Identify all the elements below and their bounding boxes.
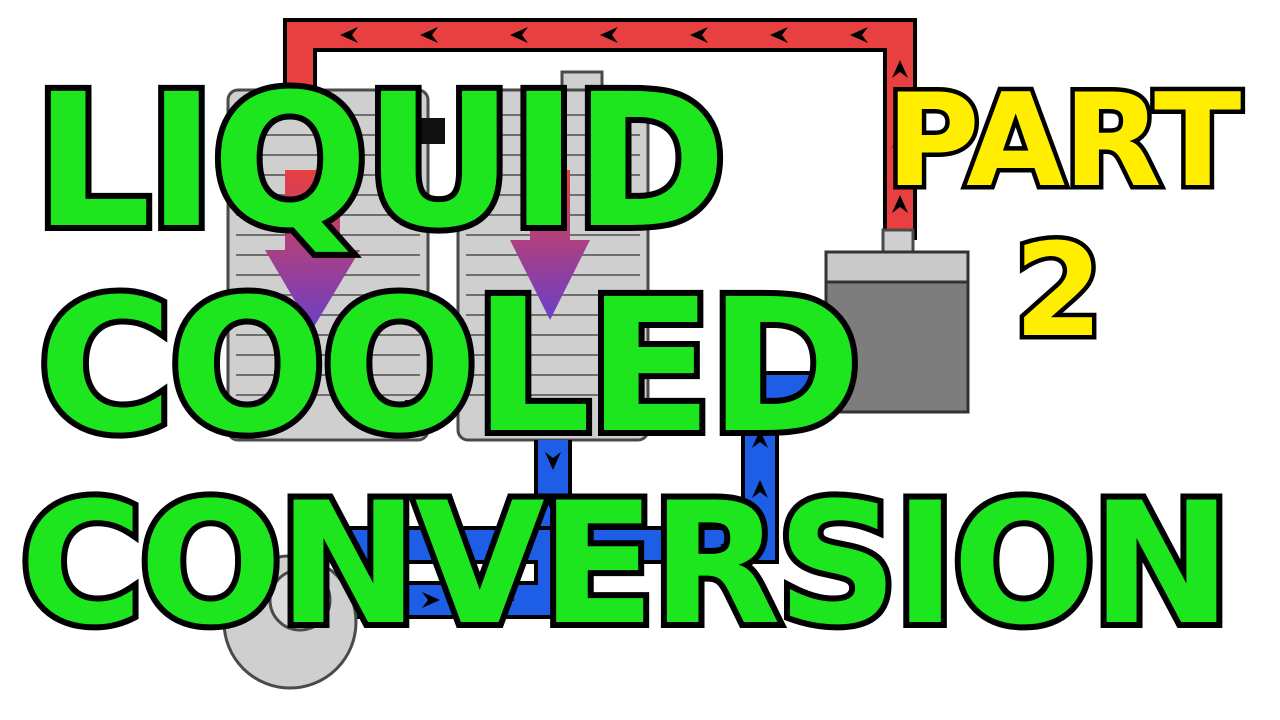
- title-line-1: LIQUID: [28, 55, 733, 269]
- part-number: 2: [1009, 217, 1107, 366]
- radiator-icon: [456, 70, 650, 442]
- flow-arrow-icon: [340, 27, 908, 213]
- coolant-reservoir-icon: [808, 228, 970, 414]
- water-pump-icon: [222, 554, 358, 690]
- part-label: PART: [881, 67, 1245, 216]
- title-line-2: COOLED: [32, 260, 868, 474]
- radiator-icon: [226, 88, 445, 442]
- flow-arrow-icon: [422, 430, 768, 608]
- title-line-3: CONVERSION: [14, 466, 1238, 662]
